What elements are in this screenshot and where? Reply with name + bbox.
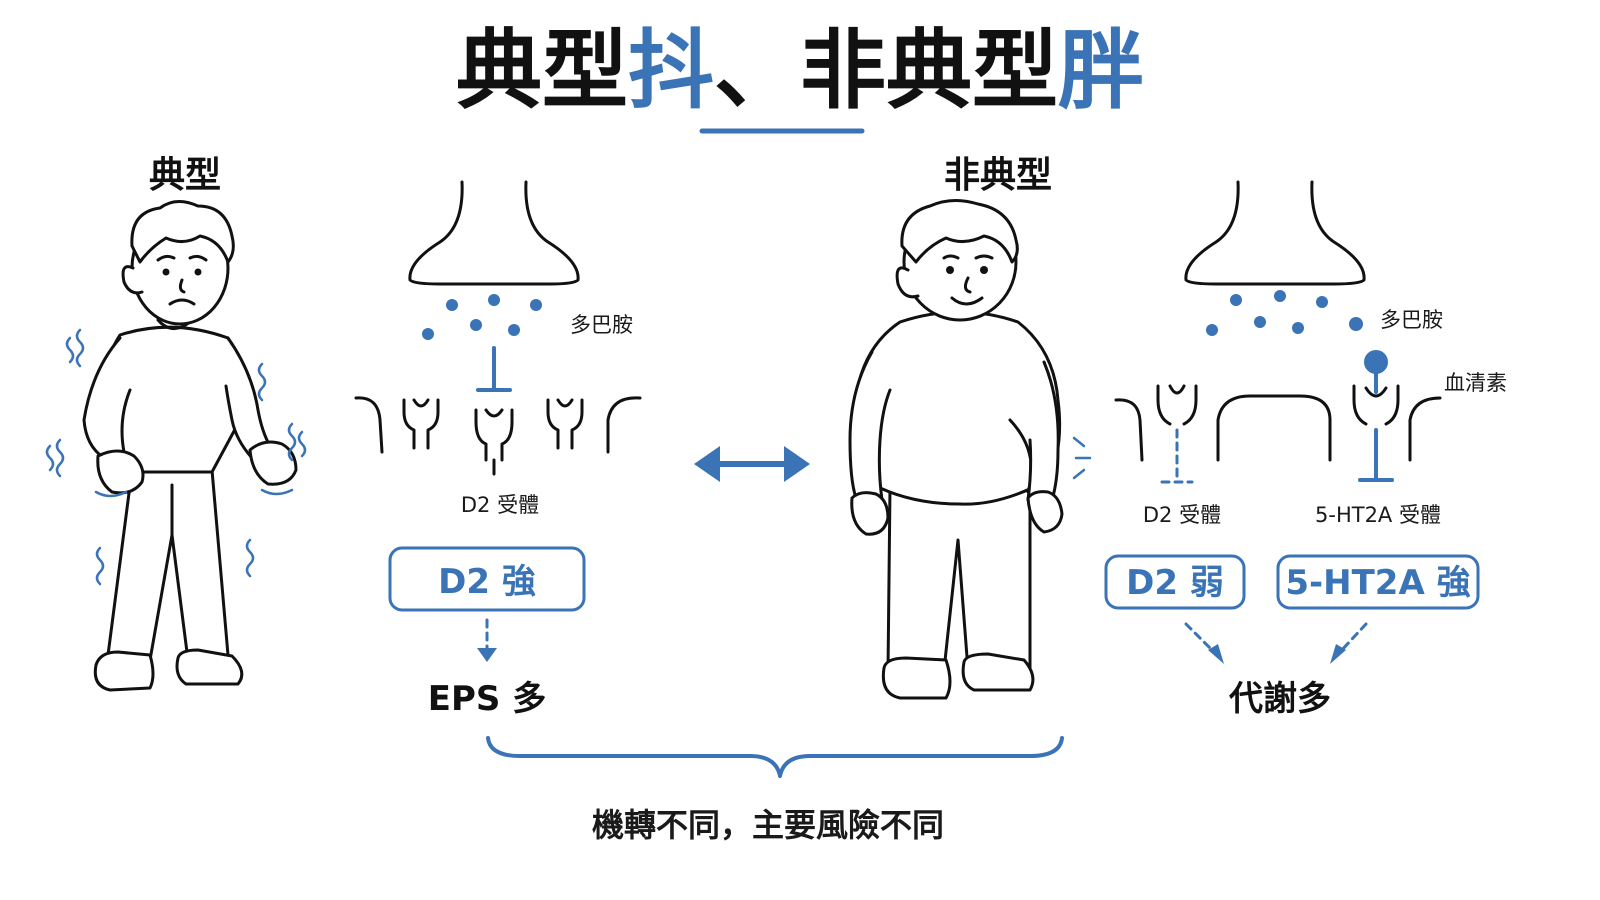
serotonin-ligand bbox=[1364, 350, 1388, 374]
bottom-caption: 機轉不同，主要風險不同 bbox=[592, 806, 944, 844]
heavier-person-figure bbox=[848, 199, 1064, 700]
d2-receptor bbox=[546, 398, 584, 450]
d2-weak-box bbox=[1104, 554, 1246, 610]
dopamine-dot bbox=[1292, 322, 1304, 334]
d2-receptor-label-left: D2 受體 bbox=[461, 493, 539, 517]
title-tremor: 抖 bbox=[628, 21, 714, 121]
dopamine-dot bbox=[508, 324, 520, 336]
d2-receptor-label-right: D2 受體 bbox=[1143, 503, 1221, 527]
bottom-brace bbox=[486, 736, 1064, 778]
atypical-synapse: 多巴胺 血清素 D2 受體 5-HT2A 受體 bbox=[1114, 180, 1507, 527]
dopamine-dot bbox=[1349, 317, 1363, 331]
dopamine-dot bbox=[470, 319, 482, 331]
d2-strong-box bbox=[388, 546, 586, 612]
emphasis-ticks bbox=[1072, 436, 1092, 480]
title-weight: 胖 bbox=[1058, 21, 1144, 121]
eps-result: EPS 多 bbox=[428, 679, 546, 719]
d2-strong-label: D2 強 bbox=[438, 562, 536, 602]
dopamine-dot bbox=[1274, 290, 1286, 302]
trembling-person-figure bbox=[82, 200, 298, 692]
dopamine-dot bbox=[446, 299, 458, 311]
typical-synapse: 多巴胺 D2 受體 bbox=[354, 180, 642, 517]
double-arrow bbox=[694, 446, 810, 482]
dopamine-dot bbox=[1254, 316, 1266, 328]
presynaptic-terminal-right bbox=[1184, 180, 1366, 286]
d2-receptor bbox=[402, 398, 440, 450]
typical-heading: 典型 bbox=[149, 155, 221, 196]
dopamine-label-left: 多巴胺 bbox=[570, 313, 633, 337]
title-atypical: 非典型 bbox=[800, 21, 1058, 121]
title-comma: 、 bbox=[714, 21, 800, 121]
5ht2a-receptor-label: 5-HT2A 受體 bbox=[1315, 503, 1441, 527]
dopamine-dot bbox=[422, 328, 434, 340]
title-typical: 典型 bbox=[456, 21, 628, 121]
tremor-marks bbox=[45, 328, 307, 586]
dopamine-label-right: 多巴胺 bbox=[1380, 308, 1443, 332]
d2-receptor bbox=[474, 408, 514, 462]
5ht2a-strong-box bbox=[1276, 554, 1480, 610]
dopamine-dot bbox=[530, 299, 542, 311]
5ht2a-strong-label: 5-HT2A 強 bbox=[1285, 563, 1470, 603]
atypical-heading: 非典型 bbox=[944, 155, 1052, 196]
main-title: 典型抖、非典型胖 bbox=[456, 21, 1144, 121]
d2-receptor-weak bbox=[1156, 384, 1198, 426]
serotonin-label: 血清素 bbox=[1444, 371, 1507, 395]
dopamine-dot bbox=[488, 294, 500, 306]
5ht2a-receptor bbox=[1352, 384, 1400, 426]
d2-weak-label: D2 弱 bbox=[1126, 563, 1224, 603]
dopamine-dot bbox=[1206, 324, 1218, 336]
dopamine-dot bbox=[1316, 296, 1328, 308]
metabolic-result: 代謝多 bbox=[1228, 679, 1331, 719]
dopamine-dot bbox=[1230, 294, 1242, 306]
presynaptic-terminal-left bbox=[408, 180, 580, 286]
